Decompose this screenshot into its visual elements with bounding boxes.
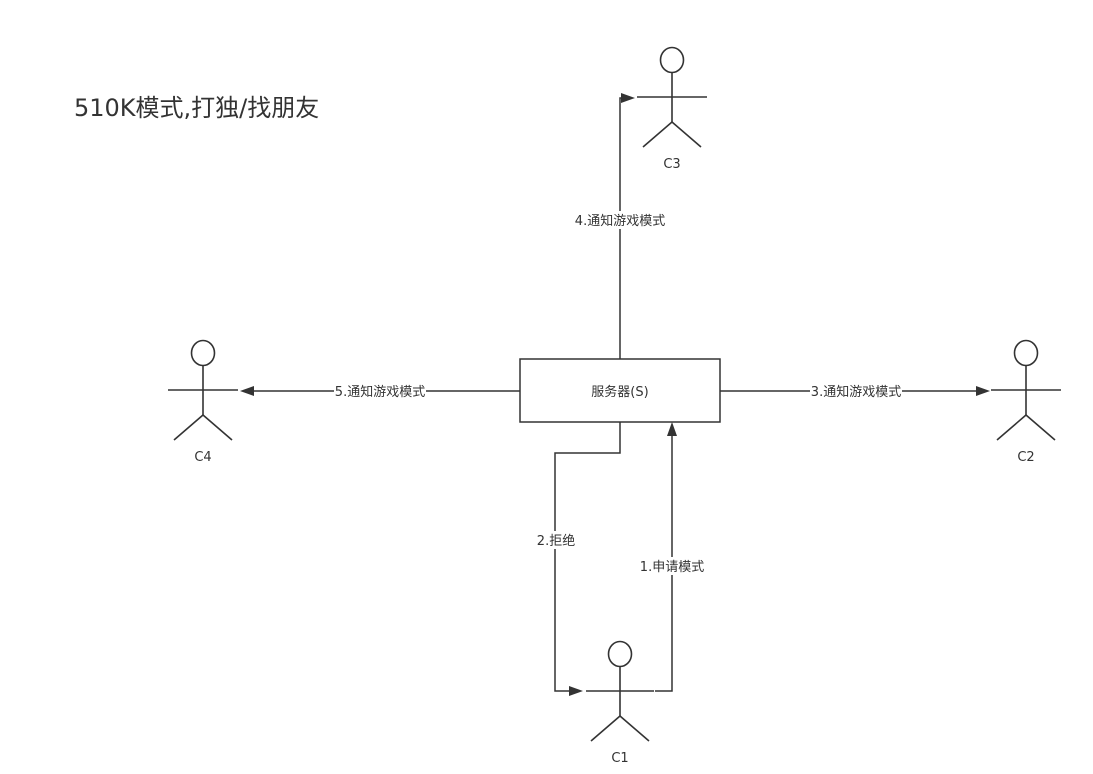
server-label: 服务器(S)	[591, 384, 648, 400]
edge-5-notify-c4[interactable]: 5.通知游戏模式	[240, 382, 520, 400]
edge-3-notify-c2[interactable]: 3.通知游戏模式	[720, 382, 990, 400]
actor-c2-label: C2	[1017, 450, 1034, 465]
edge-2-label: 2.拒绝	[537, 533, 575, 549]
actor-c3-label: C3	[663, 157, 680, 172]
edge-5-label: 5.通知游戏模式	[335, 384, 425, 400]
diagram-title: 510K模式,打独/找朋友	[74, 94, 319, 122]
actor-c1-label: C1	[611, 751, 628, 766]
actor-c1[interactable]: C1	[586, 640, 654, 767]
server-box	[519, 358, 721, 423]
actor-c2-icon	[991, 339, 1061, 441]
edge-4-label: 4.通知游戏模式	[575, 213, 665, 229]
actor-c4-label: C4	[194, 450, 211, 465]
actor-c2[interactable]: C2	[991, 339, 1061, 466]
edge-4-notify-c3[interactable]: 4.通知游戏模式	[574, 93, 666, 359]
edge-1-request-mode[interactable]: 1.申请模式	[639, 422, 705, 692]
actor-c4-icon	[168, 339, 238, 441]
actor-c1-icon	[586, 640, 654, 742]
edge-3-label: 3.通知游戏模式	[811, 384, 901, 400]
actor-c4[interactable]: C4	[168, 339, 238, 466]
edge-1-label: 1.申请模式	[640, 560, 704, 575]
edge-2-reject[interactable]: 2.拒绝	[536, 422, 621, 696]
server-node[interactable]: 服务器(S)	[519, 358, 721, 423]
actor-c3-icon	[637, 46, 707, 148]
actor-c3[interactable]: C3	[637, 46, 707, 173]
